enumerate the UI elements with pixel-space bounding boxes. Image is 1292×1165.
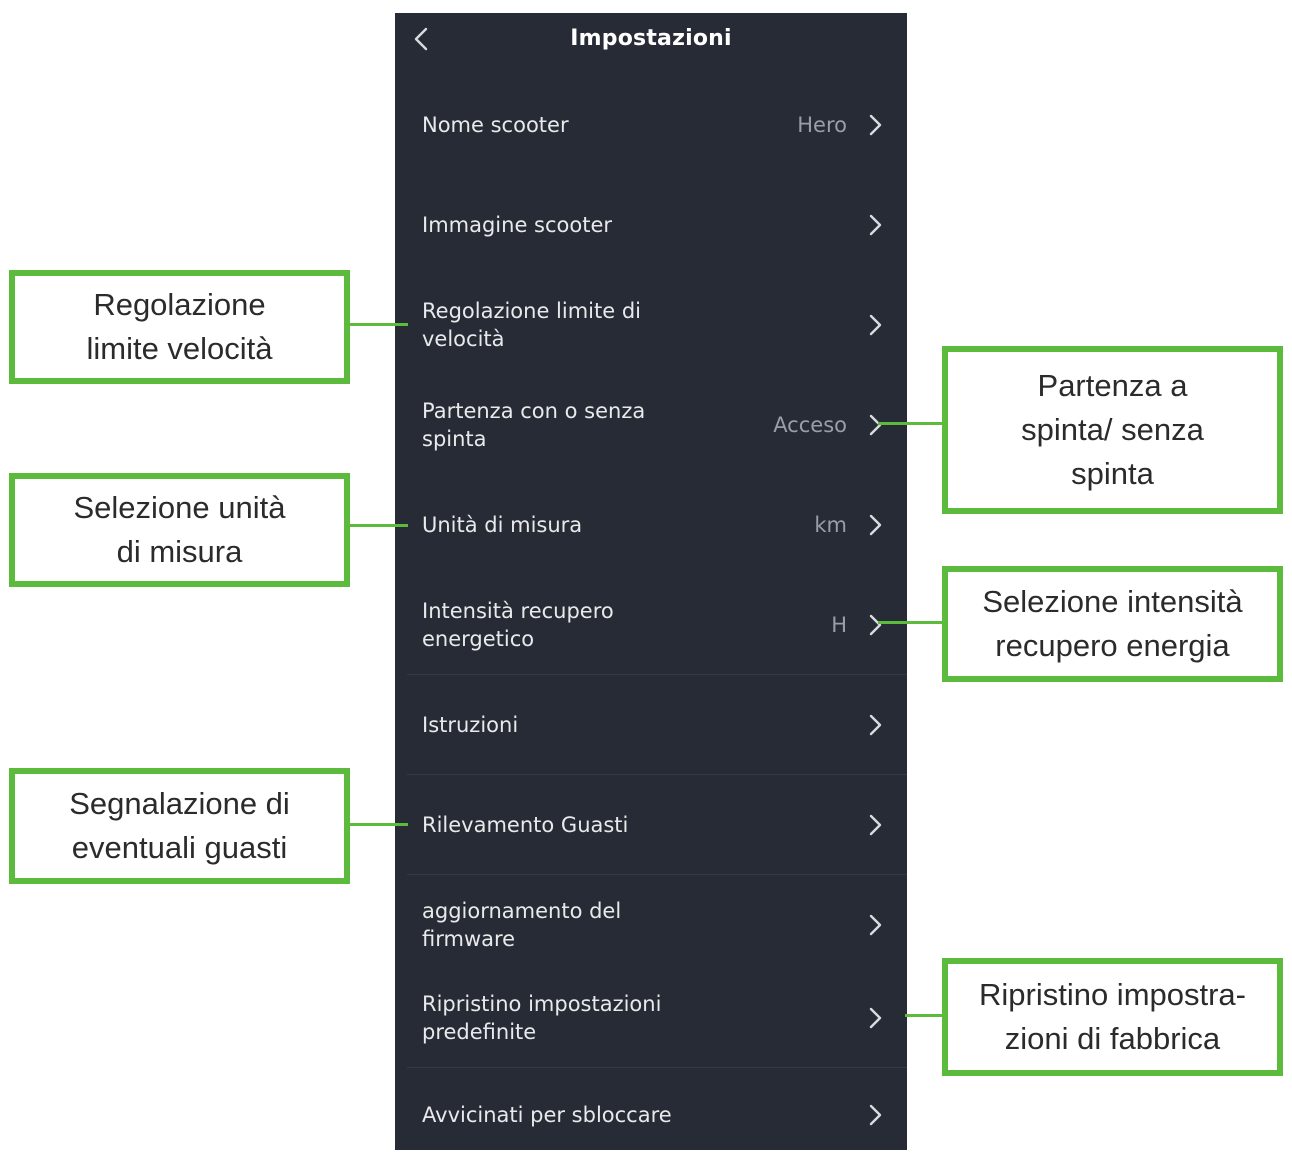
setting-row-fault-detection[interactable]: Rilevamento Guasti xyxy=(395,775,907,875)
callout-text: Regolazione xyxy=(93,287,266,322)
callout-text: spinta/ senza xyxy=(1021,412,1204,447)
setting-label: Nome scooter xyxy=(422,113,569,137)
connector-factory-reset xyxy=(905,1014,944,1017)
setting-row-scooter-name[interactable]: Nome scooter Hero xyxy=(395,75,907,175)
callout-units: Selezione unità di misura xyxy=(9,473,350,587)
top-bar: Impostazioni xyxy=(395,13,907,65)
callout-text: Segnalazione di xyxy=(69,786,290,821)
chevron-right-icon xyxy=(869,114,882,136)
chevron-right-icon xyxy=(869,714,882,736)
chevron-right-icon xyxy=(869,1104,882,1126)
chevron-right-icon xyxy=(869,814,882,836)
callout-text: Ripristino impostra- xyxy=(978,977,1246,1012)
chevron-right-icon xyxy=(869,914,882,936)
callout-text: Selezione intensità xyxy=(982,584,1243,619)
chevron-right-icon xyxy=(869,214,882,236)
setting-row-speed-limit[interactable]: Regolazione limite di velocità xyxy=(395,275,907,375)
setting-label: Rilevamento Guasti xyxy=(422,813,629,837)
back-button[interactable] xyxy=(409,25,433,53)
chevron-right-icon xyxy=(869,414,882,436)
page-title: Impostazioni xyxy=(570,26,732,51)
callout-text: di misura xyxy=(116,534,243,569)
chevron-right-icon xyxy=(869,1007,882,1029)
row-divider xyxy=(407,874,907,875)
setting-label: Istruzioni xyxy=(422,713,519,737)
callout-speed-limit: Regolazione limite velocità xyxy=(9,270,350,384)
setting-label: Ripristino impostazioni predefinite xyxy=(422,992,662,1044)
setting-row-scooter-image[interactable]: Immagine scooter xyxy=(395,175,907,275)
settings-screen: Impostazioni Nome scooter Hero Immagine … xyxy=(395,13,907,1150)
callout-text: eventuali guasti xyxy=(71,830,288,865)
setting-label: Unità di misura xyxy=(422,513,583,537)
connector-energy-recovery xyxy=(878,621,944,624)
connector-units xyxy=(348,524,408,527)
connector-speed-limit xyxy=(348,323,408,326)
chevron-right-icon xyxy=(869,514,882,536)
setting-label: Immagine scooter xyxy=(422,213,613,237)
connector-push-start xyxy=(878,422,944,425)
setting-label: Avvicinati per sbloccare xyxy=(422,1103,672,1127)
setting-label: aggiornamento del firmware xyxy=(422,899,622,951)
callout-energy-recovery: Selezione intensità recupero energia xyxy=(942,566,1283,682)
setting-row-proximity-unlock[interactable]: Avvicinati per sbloccare xyxy=(395,1065,907,1165)
row-divider xyxy=(407,1067,907,1068)
callout-text: zioni di fabbrica xyxy=(1004,1021,1221,1056)
setting-row-push-start[interactable]: Partenza con o senza spinta Acceso xyxy=(395,375,907,475)
setting-row-units[interactable]: Unità di misura km xyxy=(395,475,907,575)
connector-faults xyxy=(348,823,408,826)
chevron-right-icon xyxy=(869,614,882,636)
callout-text: Selezione unità xyxy=(73,490,286,525)
callout-text: Partenza a xyxy=(1037,368,1188,403)
callout-factory-reset: Ripristino impostra- zioni di fabbrica xyxy=(942,958,1283,1076)
setting-value: km xyxy=(814,513,847,537)
callout-push-start: Partenza a spinta/ senza spinta xyxy=(942,346,1283,514)
callout-text: limite velocità xyxy=(86,331,273,366)
setting-row-firmware-update[interactable]: aggiornamento del firmware xyxy=(395,875,907,975)
callout-text: recupero energia xyxy=(995,628,1230,663)
row-divider xyxy=(407,774,907,775)
setting-value: Acceso xyxy=(773,413,847,437)
setting-value: H xyxy=(831,613,847,637)
setting-label: Regolazione limite di velocità xyxy=(422,299,642,351)
callout-faults: Segnalazione di eventuali guasti xyxy=(9,768,350,884)
chevron-right-icon xyxy=(869,314,882,336)
setting-label: Intensità recupero energetico xyxy=(422,599,614,651)
setting-value: Hero xyxy=(797,113,847,137)
callout-text: spinta xyxy=(1071,456,1154,491)
chevron-left-icon xyxy=(414,27,428,51)
setting-row-instructions[interactable]: Istruzioni xyxy=(395,675,907,775)
row-divider xyxy=(407,674,907,675)
setting-row-factory-reset[interactable]: Ripristino impostazioni predefinite xyxy=(395,968,907,1068)
setting-label: Partenza con o senza spinta xyxy=(422,399,646,451)
setting-row-energy-recovery[interactable]: Intensità recupero energetico H xyxy=(395,575,907,675)
